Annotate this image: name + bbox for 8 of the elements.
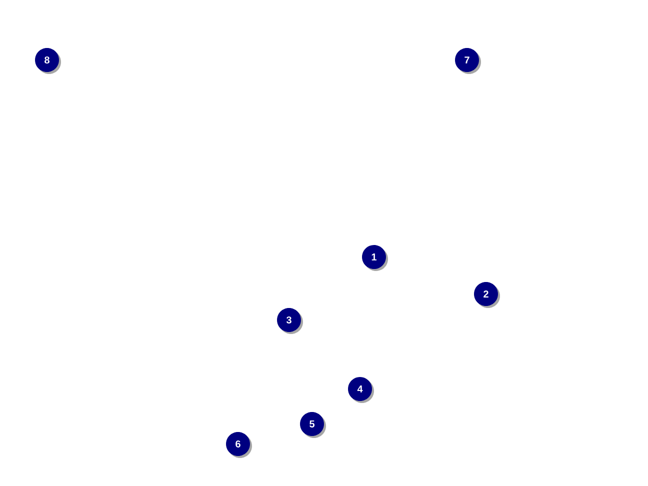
callout-number: 4 [348, 377, 374, 403]
callout-number: 1 [362, 245, 388, 271]
callout-number: 6 [226, 432, 252, 458]
callout-number: 3 [277, 308, 303, 334]
callout-number: 7 [455, 48, 481, 74]
callout-number: 5 [300, 412, 326, 438]
callout-number: 2 [474, 282, 500, 308]
callout-number: 8 [35, 48, 61, 74]
